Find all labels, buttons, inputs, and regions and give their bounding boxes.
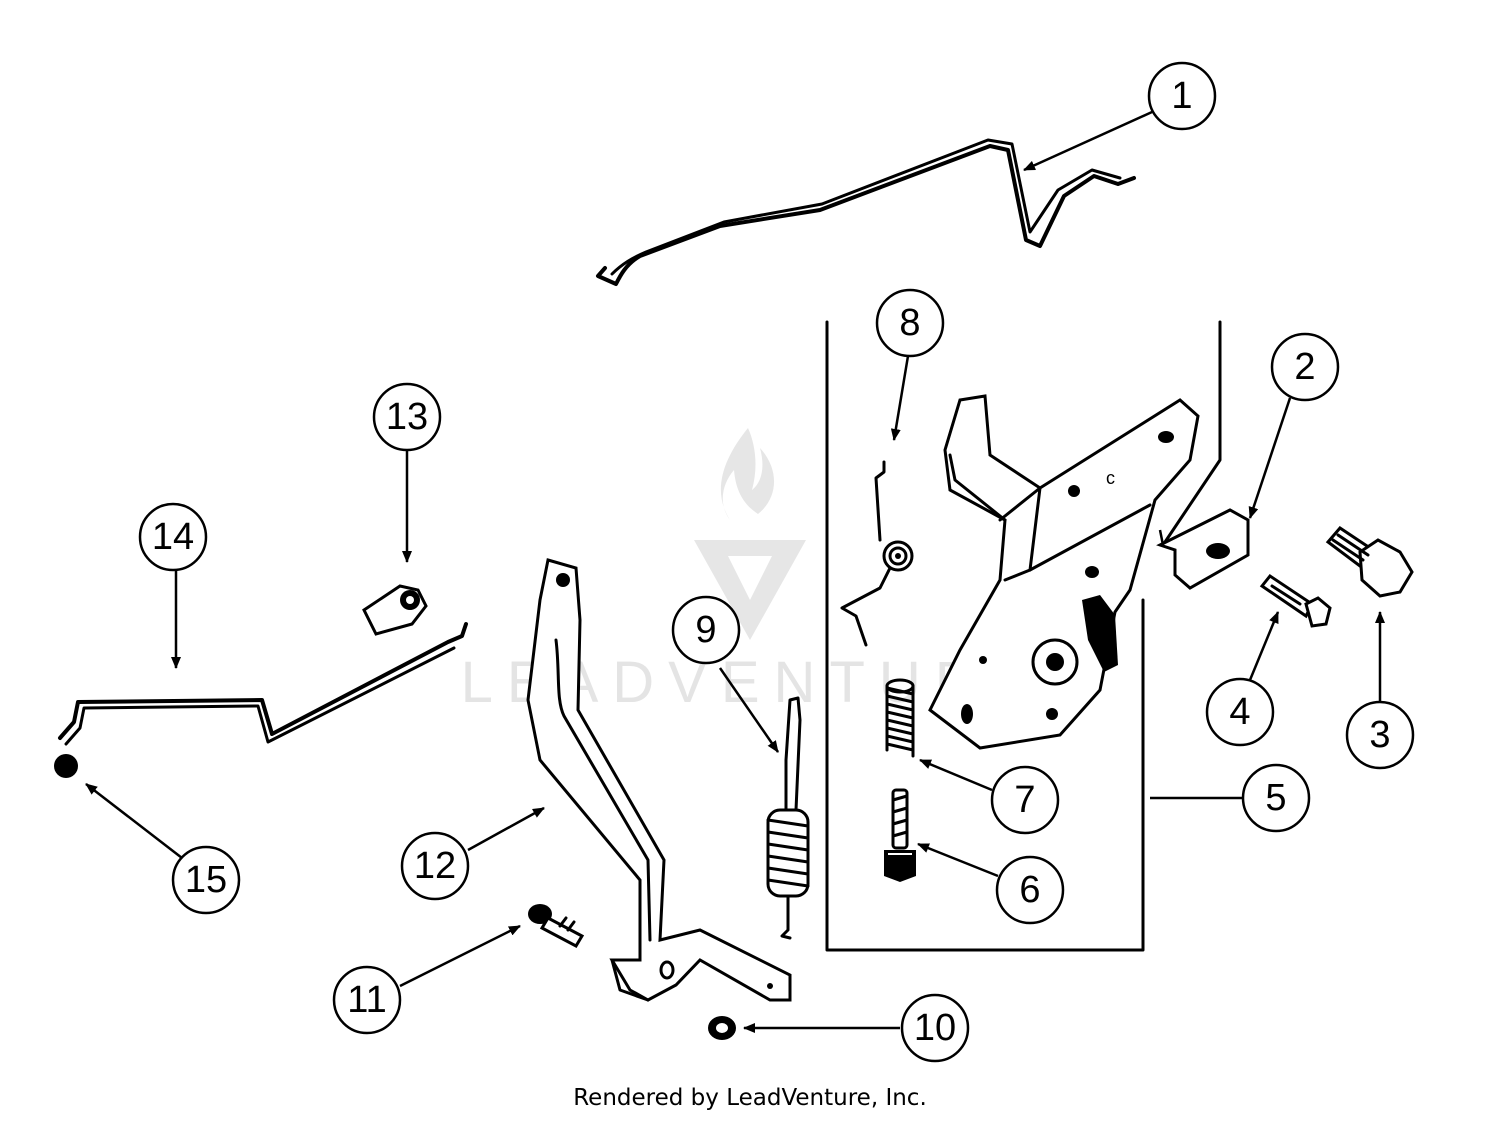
callout-6[interactable]: 6 [995, 855, 1065, 925]
callout-15-label: 15 [185, 859, 227, 901]
part-15-nut [54, 754, 78, 778]
leader-15 [85, 783, 183, 859]
svg-text:c: c [1106, 468, 1115, 488]
part-6-screw [884, 788, 916, 882]
part-1-throttle-rod [596, 138, 1136, 286]
callout-13-label: 13 [386, 396, 428, 438]
part-7-compression-spring [885, 678, 915, 758]
callout-13[interactable]: 13 [372, 382, 442, 452]
part-5-assembly-bracket [825, 320, 1222, 952]
part-4-bolt [1259, 573, 1332, 628]
callout-1[interactable]: 1 [1147, 61, 1217, 131]
callout-2-label: 2 [1294, 346, 1315, 388]
callout-8-label: 8 [899, 302, 920, 344]
callout-3[interactable]: 3 [1345, 700, 1415, 770]
part-11-bolt [528, 904, 585, 948]
part-10-nut [708, 1016, 736, 1040]
callout-5[interactable]: 5 [1241, 763, 1311, 833]
leader-11 [399, 924, 521, 988]
callout-2[interactable]: 2 [1270, 332, 1340, 402]
callout-11-label: 11 [347, 979, 386, 1021]
callout-9[interactable]: 9 [671, 595, 741, 665]
callout-4-label: 4 [1229, 691, 1250, 733]
leader-4 [1248, 611, 1280, 681]
leader-8 [890, 355, 910, 441]
callout-10-label: 10 [914, 1007, 956, 1049]
callout-12-label: 12 [414, 845, 456, 887]
flame-v-logo-icon [694, 428, 806, 640]
callout-15[interactable]: 15 [171, 845, 241, 915]
callout-6-label: 6 [1019, 869, 1040, 911]
callout-4[interactable]: 4 [1205, 677, 1275, 747]
credit-text: Rendered by LeadVenture, Inc. [573, 1085, 927, 1111]
callout-3-label: 3 [1369, 714, 1390, 756]
callout-5-label: 5 [1265, 777, 1286, 819]
callout-11[interactable]: 11 [332, 965, 402, 1035]
callout-1-label: 1 [1171, 75, 1192, 117]
part-12-control-lever [526, 558, 792, 1002]
control-plate: c [928, 394, 1200, 750]
callout-14-label: 14 [152, 516, 194, 558]
callout-10[interactable]: 10 [900, 993, 970, 1063]
callout-7[interactable]: 7 [990, 765, 1060, 835]
leader-6 [917, 842, 999, 878]
part-9-extension-spring [766, 696, 810, 940]
callout-7-label: 7 [1014, 779, 1035, 821]
leader-9 [718, 667, 780, 753]
part-3-shoulder-bolt [1325, 526, 1414, 598]
leader-2 [1248, 397, 1292, 519]
callout-12[interactable]: 12 [400, 831, 470, 901]
part-14-choke-rod [58, 622, 468, 746]
part-2-clip [1156, 508, 1250, 590]
callout-9-label: 9 [695, 609, 716, 651]
leader-lines [85, 110, 1385, 1033]
callout-8[interactable]: 8 [875, 288, 945, 358]
part-13-swivel [362, 584, 428, 636]
leader-7 [919, 758, 993, 792]
leader-1 [1023, 110, 1153, 172]
leader-12 [467, 806, 545, 852]
part-8-torsion-spring [840, 460, 914, 647]
callout-14[interactable]: 14 [138, 502, 208, 572]
